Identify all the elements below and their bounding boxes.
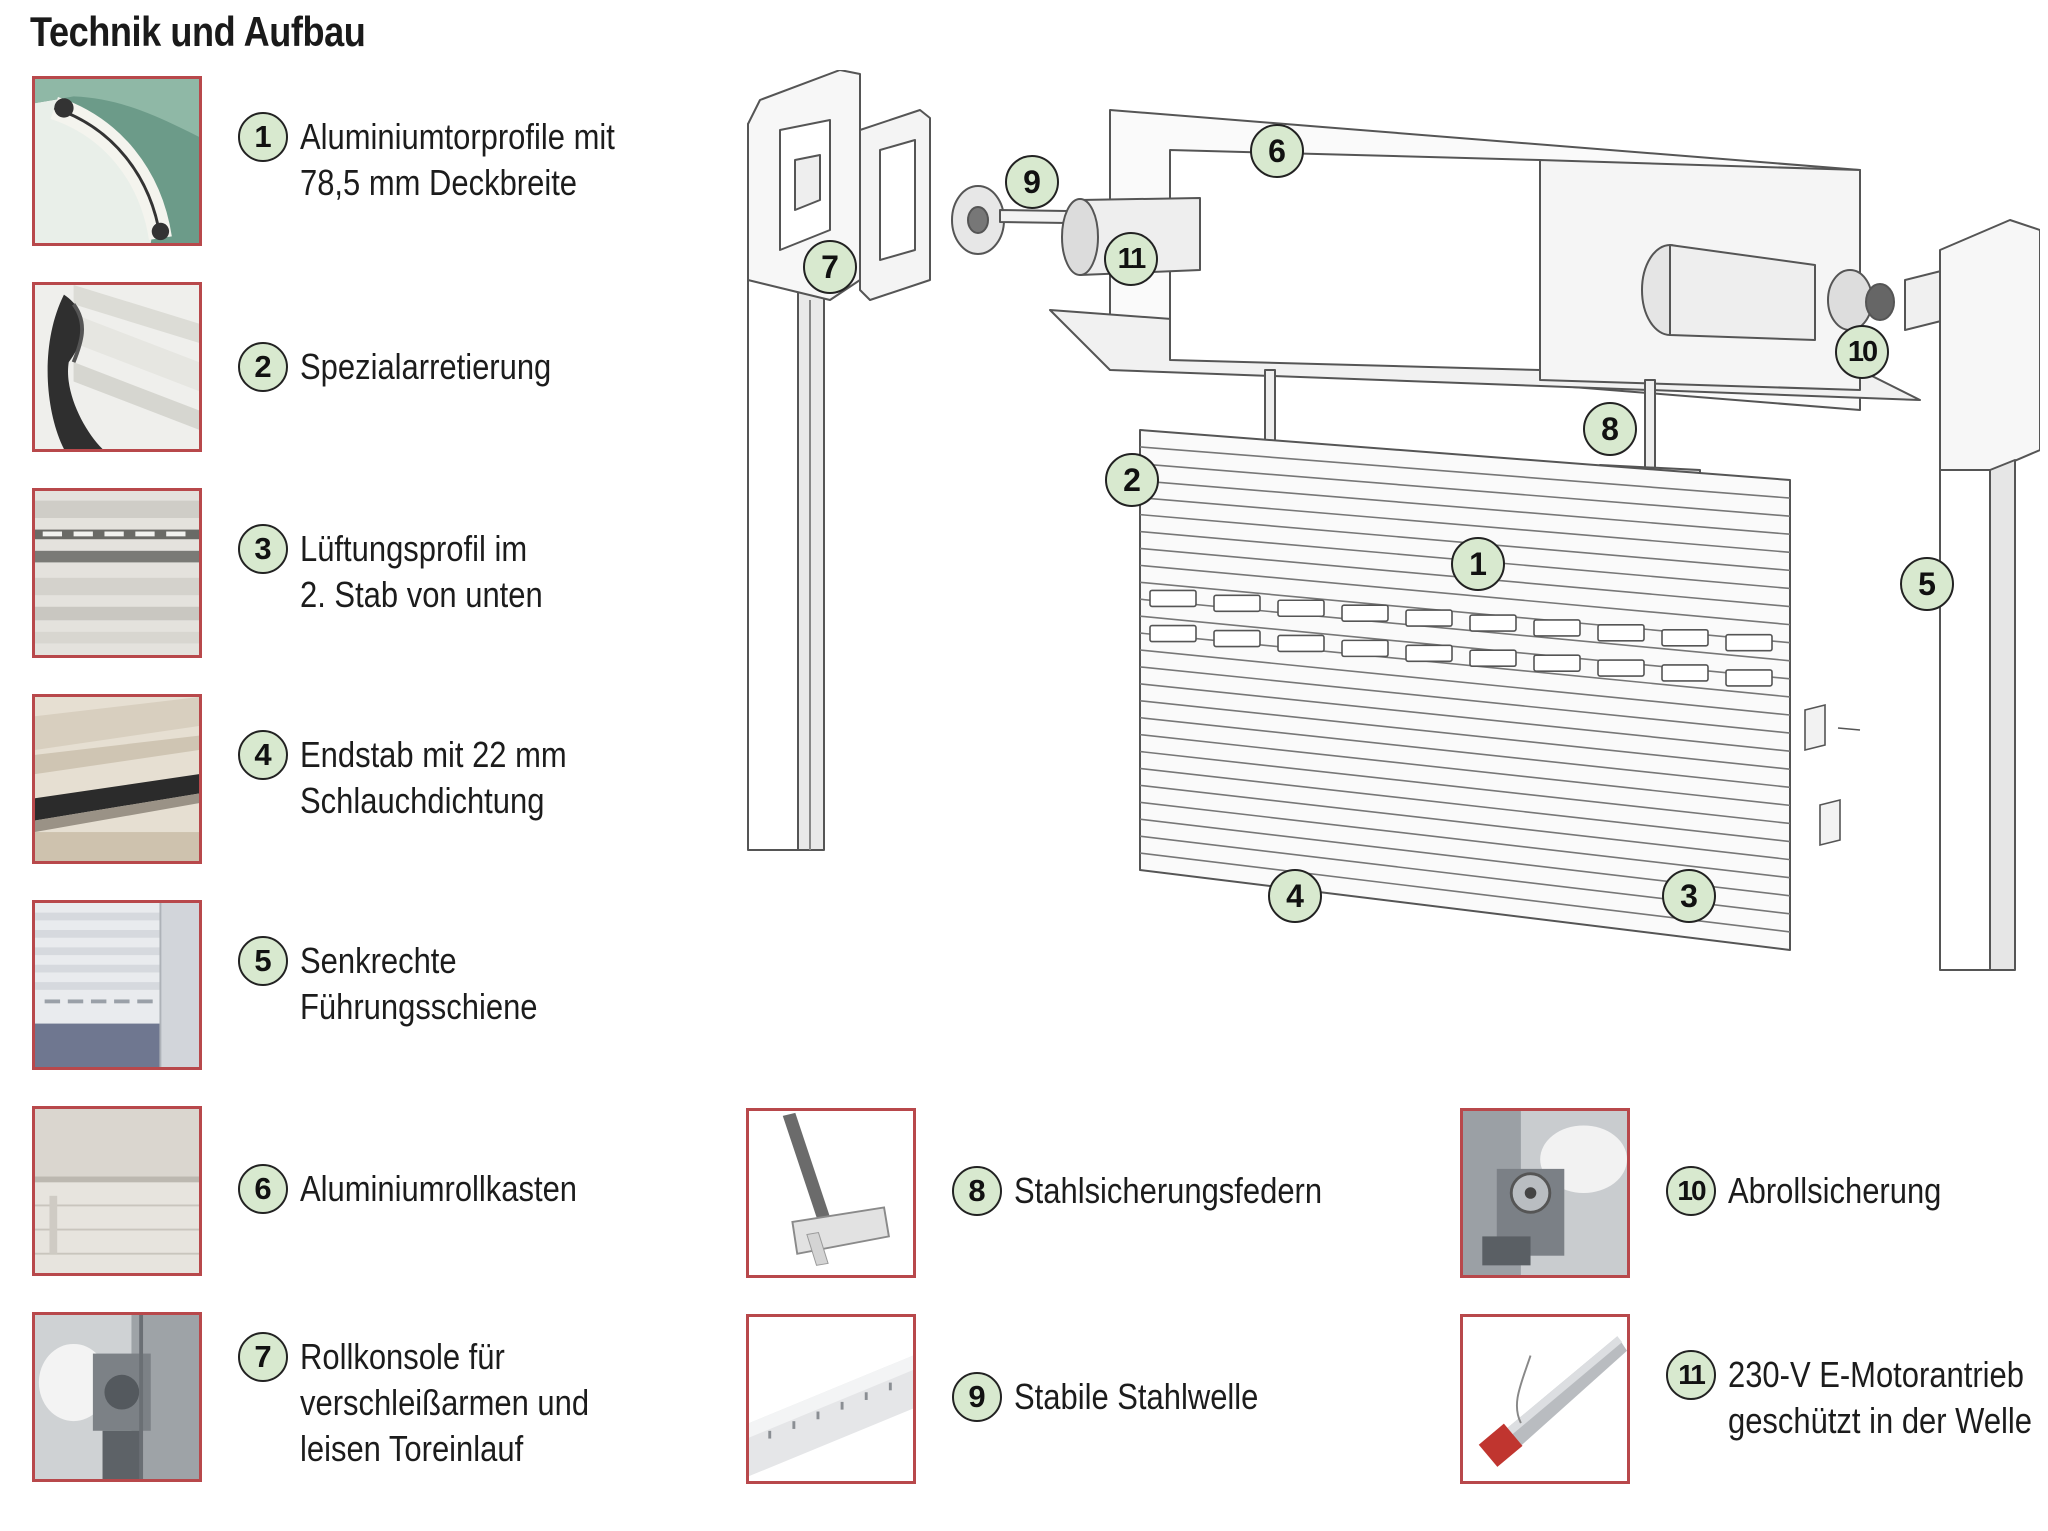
diagram-callout-4: 4 [1268,869,1322,923]
spring-photo-icon [746,1108,916,1278]
label-7-line2: verschleißarmen und [300,1382,590,1423]
diagram-callout-5: 5 [1900,557,1954,611]
vent-slot [1469,614,1517,632]
vent-slot [1725,669,1773,687]
badge-11: 11 [1666,1350,1716,1400]
label-3-line1: Lüftungsprofil im [300,528,528,569]
diagram-callout-2: 2 [1105,453,1159,507]
seal-photo-icon [32,282,202,452]
curtain-slat-line [1139,479,1791,536]
badge-6: 6 [238,1164,288,1214]
diagram-callout-3: 3 [1662,869,1716,923]
badge-4: 4 [238,730,288,780]
label-5-line2: Führungsschiene [300,986,538,1027]
curtain-slat-line [1139,716,1791,789]
vent-slot [1213,629,1261,648]
exploded-diagram [747,70,2040,971]
label-1-line2: 78,5 mm Deckbreite [300,162,578,203]
badge-9: 9 [952,1372,1002,1422]
vent-slot [1661,664,1709,682]
badge-1: 1 [238,112,288,162]
vent-slot [1277,599,1325,618]
diagram-callout-11: 11 [1104,232,1158,286]
label-9-line1: Stabile Stahlwelle [1014,1376,1259,1417]
badge-10: 10 [1666,1166,1716,1216]
right-rail [1939,469,1991,971]
diagram-callout-10: 10 [1835,325,1889,379]
vent-slot [1597,659,1645,677]
label-2-line1: Spezialarretierung [300,346,552,387]
diagram-callout-7: 7 [803,240,857,294]
label-7-line3: leisen Toreinlauf [300,1428,524,1469]
vent-slot [1725,633,1773,652]
label-8-line1: Stahlsicherungsfedern [1014,1170,1323,1211]
vent-slot [1533,654,1581,672]
label-5-line1: Senkrechte [300,940,457,981]
label-7-line1: Rollkonsole für [300,1336,505,1377]
vent-slots [1149,589,1773,687]
curtain-slat-line [1139,801,1791,879]
shaft-photo-icon [746,1314,916,1484]
label-1-line1: Aluminiumtorprofile mit [300,116,615,157]
vent-slot [1341,639,1389,658]
box-photo-icon [32,1106,202,1276]
badge-7: 7 [238,1332,288,1382]
vent-slot [1405,644,1453,663]
bottom-seal-photo-icon [32,694,202,864]
curtain-slat-line [1139,649,1791,716]
page-title: Technik und Aufbau [30,8,366,55]
profile-photo-icon [32,76,202,246]
curtain-slat-line [1139,666,1791,734]
curtain-slat-line [1139,683,1791,752]
badge-2: 2 [238,342,288,392]
badge-3: 3 [238,524,288,574]
console-photo-icon [32,1312,202,1482]
badge-5: 5 [238,936,288,986]
label-3-line2: 2. Stab von unten [300,574,543,615]
diagram-callout-9: 9 [1005,155,1059,209]
rail-photo-icon [32,900,202,1070]
diagram-callout-6: 6 [1250,124,1304,178]
label-11-line1: 230-V E-Motorantrieb [1728,1354,2024,1395]
vent-slot [1533,619,1581,637]
curtain-slat-line [1139,750,1791,825]
label-4-line1: Endstab mit 22 mm [300,734,567,775]
label-10-line1: Abrollsicherung [1728,1170,1942,1211]
curtain-slat-line [1139,446,1791,499]
label-11-line2: geschützt in der Welle [1728,1400,2033,1441]
motor-photo-icon [1460,1314,1630,1484]
curtain-slat-line [1139,463,1791,517]
curtain-slat-line [1139,733,1791,807]
vent-slot [1149,589,1197,608]
diagram-callout-8: 8 [1583,402,1637,456]
vent-slot [1405,609,1453,627]
badge-8: 8 [952,1166,1002,1216]
vent-slot [1213,594,1261,613]
curtain-slat-line [1139,496,1791,554]
label-4-line2: Schlauchdichtung [300,780,545,821]
vent-slot [1341,604,1389,622]
label-6-line1: Aluminiumrollkasten [300,1168,578,1209]
curtain-slat-line [1139,784,1791,861]
diagram-callout-1: 1 [1451,537,1505,591]
vent-slot [1661,628,1709,647]
vent-slot [1469,649,1517,668]
vent-photo-icon [32,488,202,658]
curtain-slat-line [1139,767,1791,843]
lock-photo-icon [1460,1108,1630,1278]
door-curtain [1139,429,1791,951]
curtain-slat-line [1139,699,1791,771]
vent-slot [1277,634,1325,653]
curtain-slat-line [1139,564,1791,626]
vent-slot [1149,624,1197,643]
vent-slot [1597,624,1645,642]
